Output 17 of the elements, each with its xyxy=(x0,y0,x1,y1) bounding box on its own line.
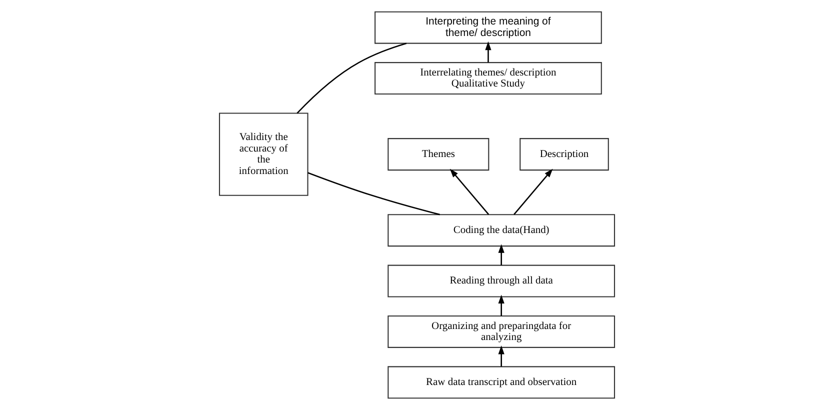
arrow xyxy=(498,244,504,266)
node-box: Interrelating themes/ description Qualitative Study xyxy=(374,62,602,95)
node-box: Organizing and preparingdata for analyzing xyxy=(387,315,615,348)
connector xyxy=(307,172,440,216)
node-box: Description xyxy=(519,138,608,171)
arrow xyxy=(449,168,489,215)
connector xyxy=(296,42,406,114)
node-box: Reading through all data xyxy=(387,264,615,298)
node-box: Raw data transcript and observation xyxy=(387,366,615,399)
arrow xyxy=(513,168,552,215)
node-box: Coding the data(Hand) xyxy=(387,214,615,247)
node-box: Themes xyxy=(387,138,489,171)
arrow xyxy=(484,41,491,62)
arrow xyxy=(498,345,504,367)
node-box: Validity the accuracy of the information xyxy=(218,112,308,196)
node-box: Interpreting the meaning of theme/ description xyxy=(374,11,602,44)
arrow xyxy=(498,294,504,316)
